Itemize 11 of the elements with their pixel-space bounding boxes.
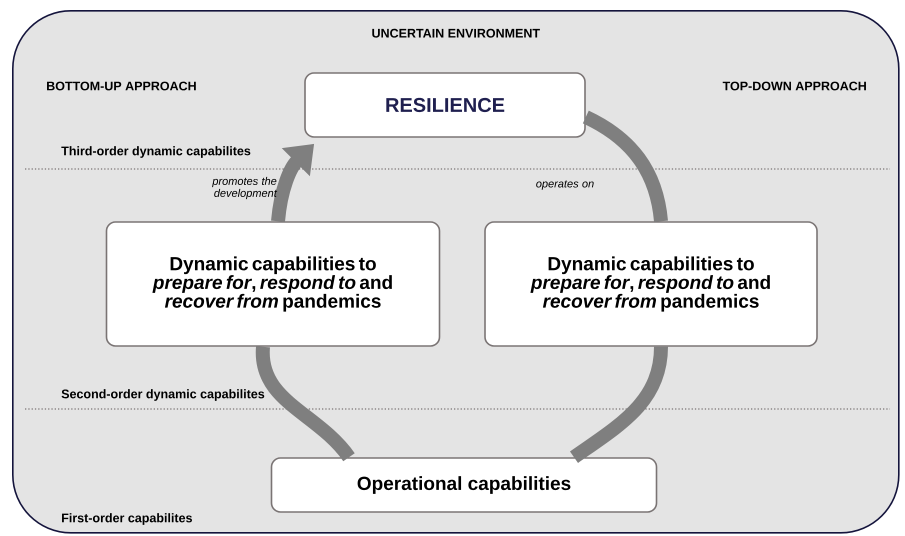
level-label: Third-order dynamic capabilites: [61, 146, 250, 158]
edge-label: promotes the development: [212, 176, 278, 200]
capability-box: Operational capabilities: [270, 457, 658, 513]
capability-box: RESILIENCE: [304, 72, 586, 138]
level-label: First-order capabilites: [62, 513, 192, 525]
capability-box: Dynamic capabilities to prepare for, respond to and recover from pandemics: [484, 221, 818, 347]
capability-box: Dynamic capabilities to prepare for, respond to and recover from pandemics: [106, 221, 440, 347]
edge-label: operates on: [536, 180, 594, 190]
level-label: TOP-DOWN APPROACH: [722, 82, 866, 90]
level-label: BOTTOM-UP APPROACH: [47, 82, 196, 90]
level-label: Second-order dynamic capabilites: [62, 389, 264, 401]
